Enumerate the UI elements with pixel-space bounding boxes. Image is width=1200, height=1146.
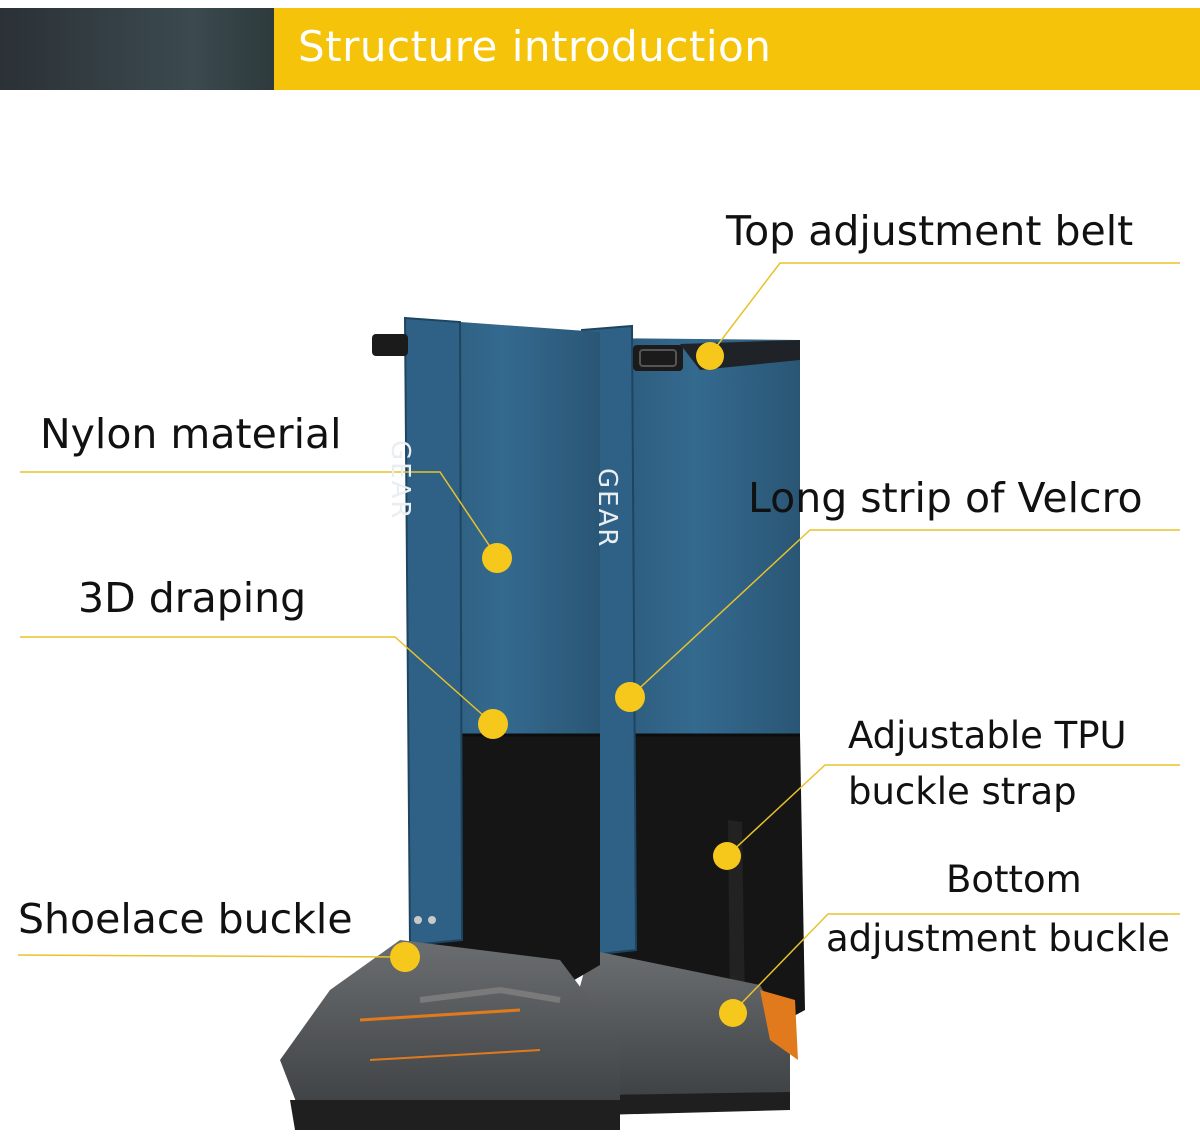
marker-tpu-strap — [713, 842, 741, 870]
header-banner: Structure introduction — [0, 8, 1200, 90]
label-3d-draping: 3D draping — [78, 574, 307, 622]
marker-bottom-buckle — [719, 999, 747, 1027]
callout-lines — [17, 262, 1180, 1013]
marker-nylon-material — [482, 543, 512, 573]
brand-mark-left: GEAR — [385, 440, 415, 521]
label-bottom-line2: adjustment buckle — [826, 917, 1170, 960]
marker-top-adjustment-belt — [696, 342, 724, 370]
label-velcro: Long strip of Velcro — [748, 474, 1143, 522]
left-gaiter — [280, 316, 620, 1130]
callout-markers — [390, 342, 747, 1027]
label-tpu-line1: Adjustable TPU — [848, 714, 1127, 757]
brand-mark-right: GEAR — [592, 468, 622, 549]
label-bottom-line1: Bottom — [946, 858, 1082, 901]
marker-velcro — [615, 682, 645, 712]
page-title: Structure introduction — [298, 22, 772, 71]
marker-shoelace-buckle — [390, 942, 420, 972]
label-top-adjustment-belt: Top adjustment belt — [726, 207, 1134, 255]
marker-3d-draping — [478, 709, 508, 739]
label-shoelace-buckle: Shoelace buckle — [18, 895, 353, 943]
header-dark-block — [0, 8, 274, 90]
label-tpu-line2: buckle strap — [848, 770, 1077, 813]
label-nylon-material: Nylon material — [40, 410, 342, 458]
